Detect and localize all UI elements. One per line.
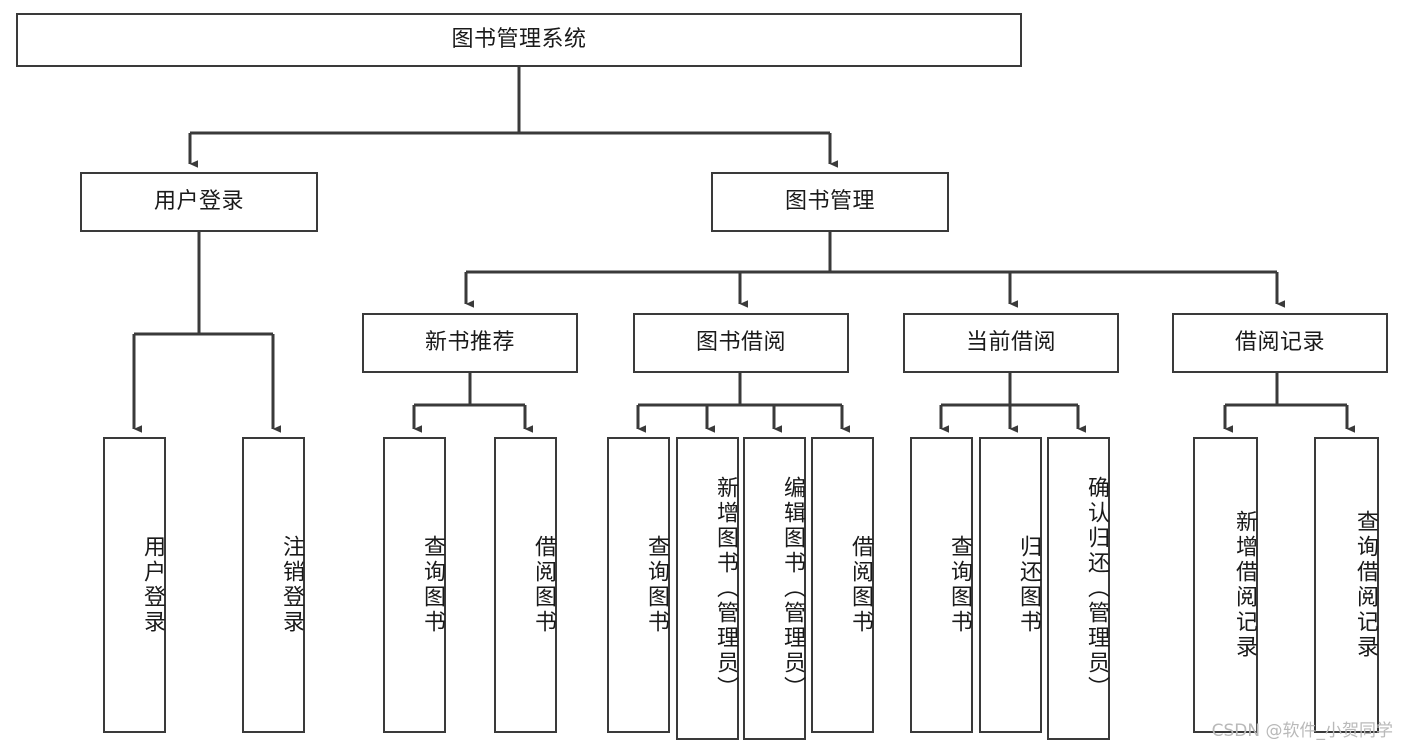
node-leaf-add-borrow-record[interactable]: 新增借阅记录	[1193, 437, 1258, 733]
node-book-management[interactable]: 图书管理	[711, 172, 949, 232]
node-new-book-recommend[interactable]: 新书推荐	[362, 313, 578, 373]
node-leaf-edit-book-admin[interactable]: 编辑图书（管理员）	[743, 437, 806, 740]
node-leaf-logout-login[interactable]: 注销登录	[242, 437, 305, 733]
node-leaf-query-book-2[interactable]: 查询图书	[607, 437, 670, 733]
node-leaf-borrow-book-1[interactable]: 借阅图书	[494, 437, 557, 733]
node-new-book-recommend-label: 新书推荐	[424, 329, 515, 355]
node-leaf-query-book-3-label: 查询图书	[947, 535, 972, 635]
node-leaf-query-book-3[interactable]: 查询图书	[910, 437, 973, 733]
node-root-label: 图书管理系统	[451, 26, 587, 52]
node-book-borrow-label: 图书借阅	[695, 329, 786, 355]
node-leaf-query-book-1-label: 查询图书	[420, 535, 445, 635]
node-leaf-borrow-book-2-label: 借阅图书	[848, 535, 873, 635]
node-leaf-return-book-label: 归还图书	[1016, 535, 1041, 635]
node-leaf-logout-login-label: 注销登录	[279, 535, 304, 635]
node-leaf-query-book-1[interactable]: 查询图书	[383, 437, 446, 733]
node-leaf-confirm-return-admin-label: 确认归还（管理员）	[1084, 476, 1109, 701]
node-borrow-record-label: 借阅记录	[1234, 329, 1325, 355]
node-leaf-borrow-book-1-label: 借阅图书	[531, 535, 556, 635]
node-leaf-add-book-admin-label: 新增图书（管理员）	[713, 476, 738, 701]
node-leaf-add-borrow-record-label: 新增借阅记录	[1232, 510, 1257, 660]
csdn-watermark: CSDN @软件_小贺同学	[1211, 721, 1393, 741]
node-leaf-user-login-label: 用户登录	[140, 535, 165, 635]
node-book-management-label: 图书管理	[784, 188, 875, 214]
node-leaf-query-borrow-record-label: 查询借阅记录	[1353, 510, 1378, 660]
node-root[interactable]: 图书管理系统	[16, 13, 1022, 67]
node-leaf-edit-book-admin-label: 编辑图书（管理员）	[780, 476, 805, 701]
node-leaf-query-borrow-record[interactable]: 查询借阅记录	[1314, 437, 1379, 733]
node-leaf-borrow-book-2[interactable]: 借阅图书	[811, 437, 874, 733]
node-user-login-label: 用户登录	[153, 188, 244, 214]
node-borrow-record[interactable]: 借阅记录	[1172, 313, 1388, 373]
node-leaf-confirm-return-admin[interactable]: 确认归还（管理员）	[1047, 437, 1110, 740]
node-leaf-return-book[interactable]: 归还图书	[979, 437, 1042, 733]
node-leaf-user-login[interactable]: 用户登录	[103, 437, 166, 733]
node-user-login[interactable]: 用户登录	[80, 172, 318, 232]
node-current-borrow[interactable]: 当前借阅	[903, 313, 1119, 373]
node-current-borrow-label: 当前借阅	[965, 329, 1056, 355]
node-leaf-query-book-2-label: 查询图书	[644, 535, 669, 635]
node-book-borrow[interactable]: 图书借阅	[633, 313, 849, 373]
node-leaf-add-book-admin[interactable]: 新增图书（管理员）	[676, 437, 739, 740]
